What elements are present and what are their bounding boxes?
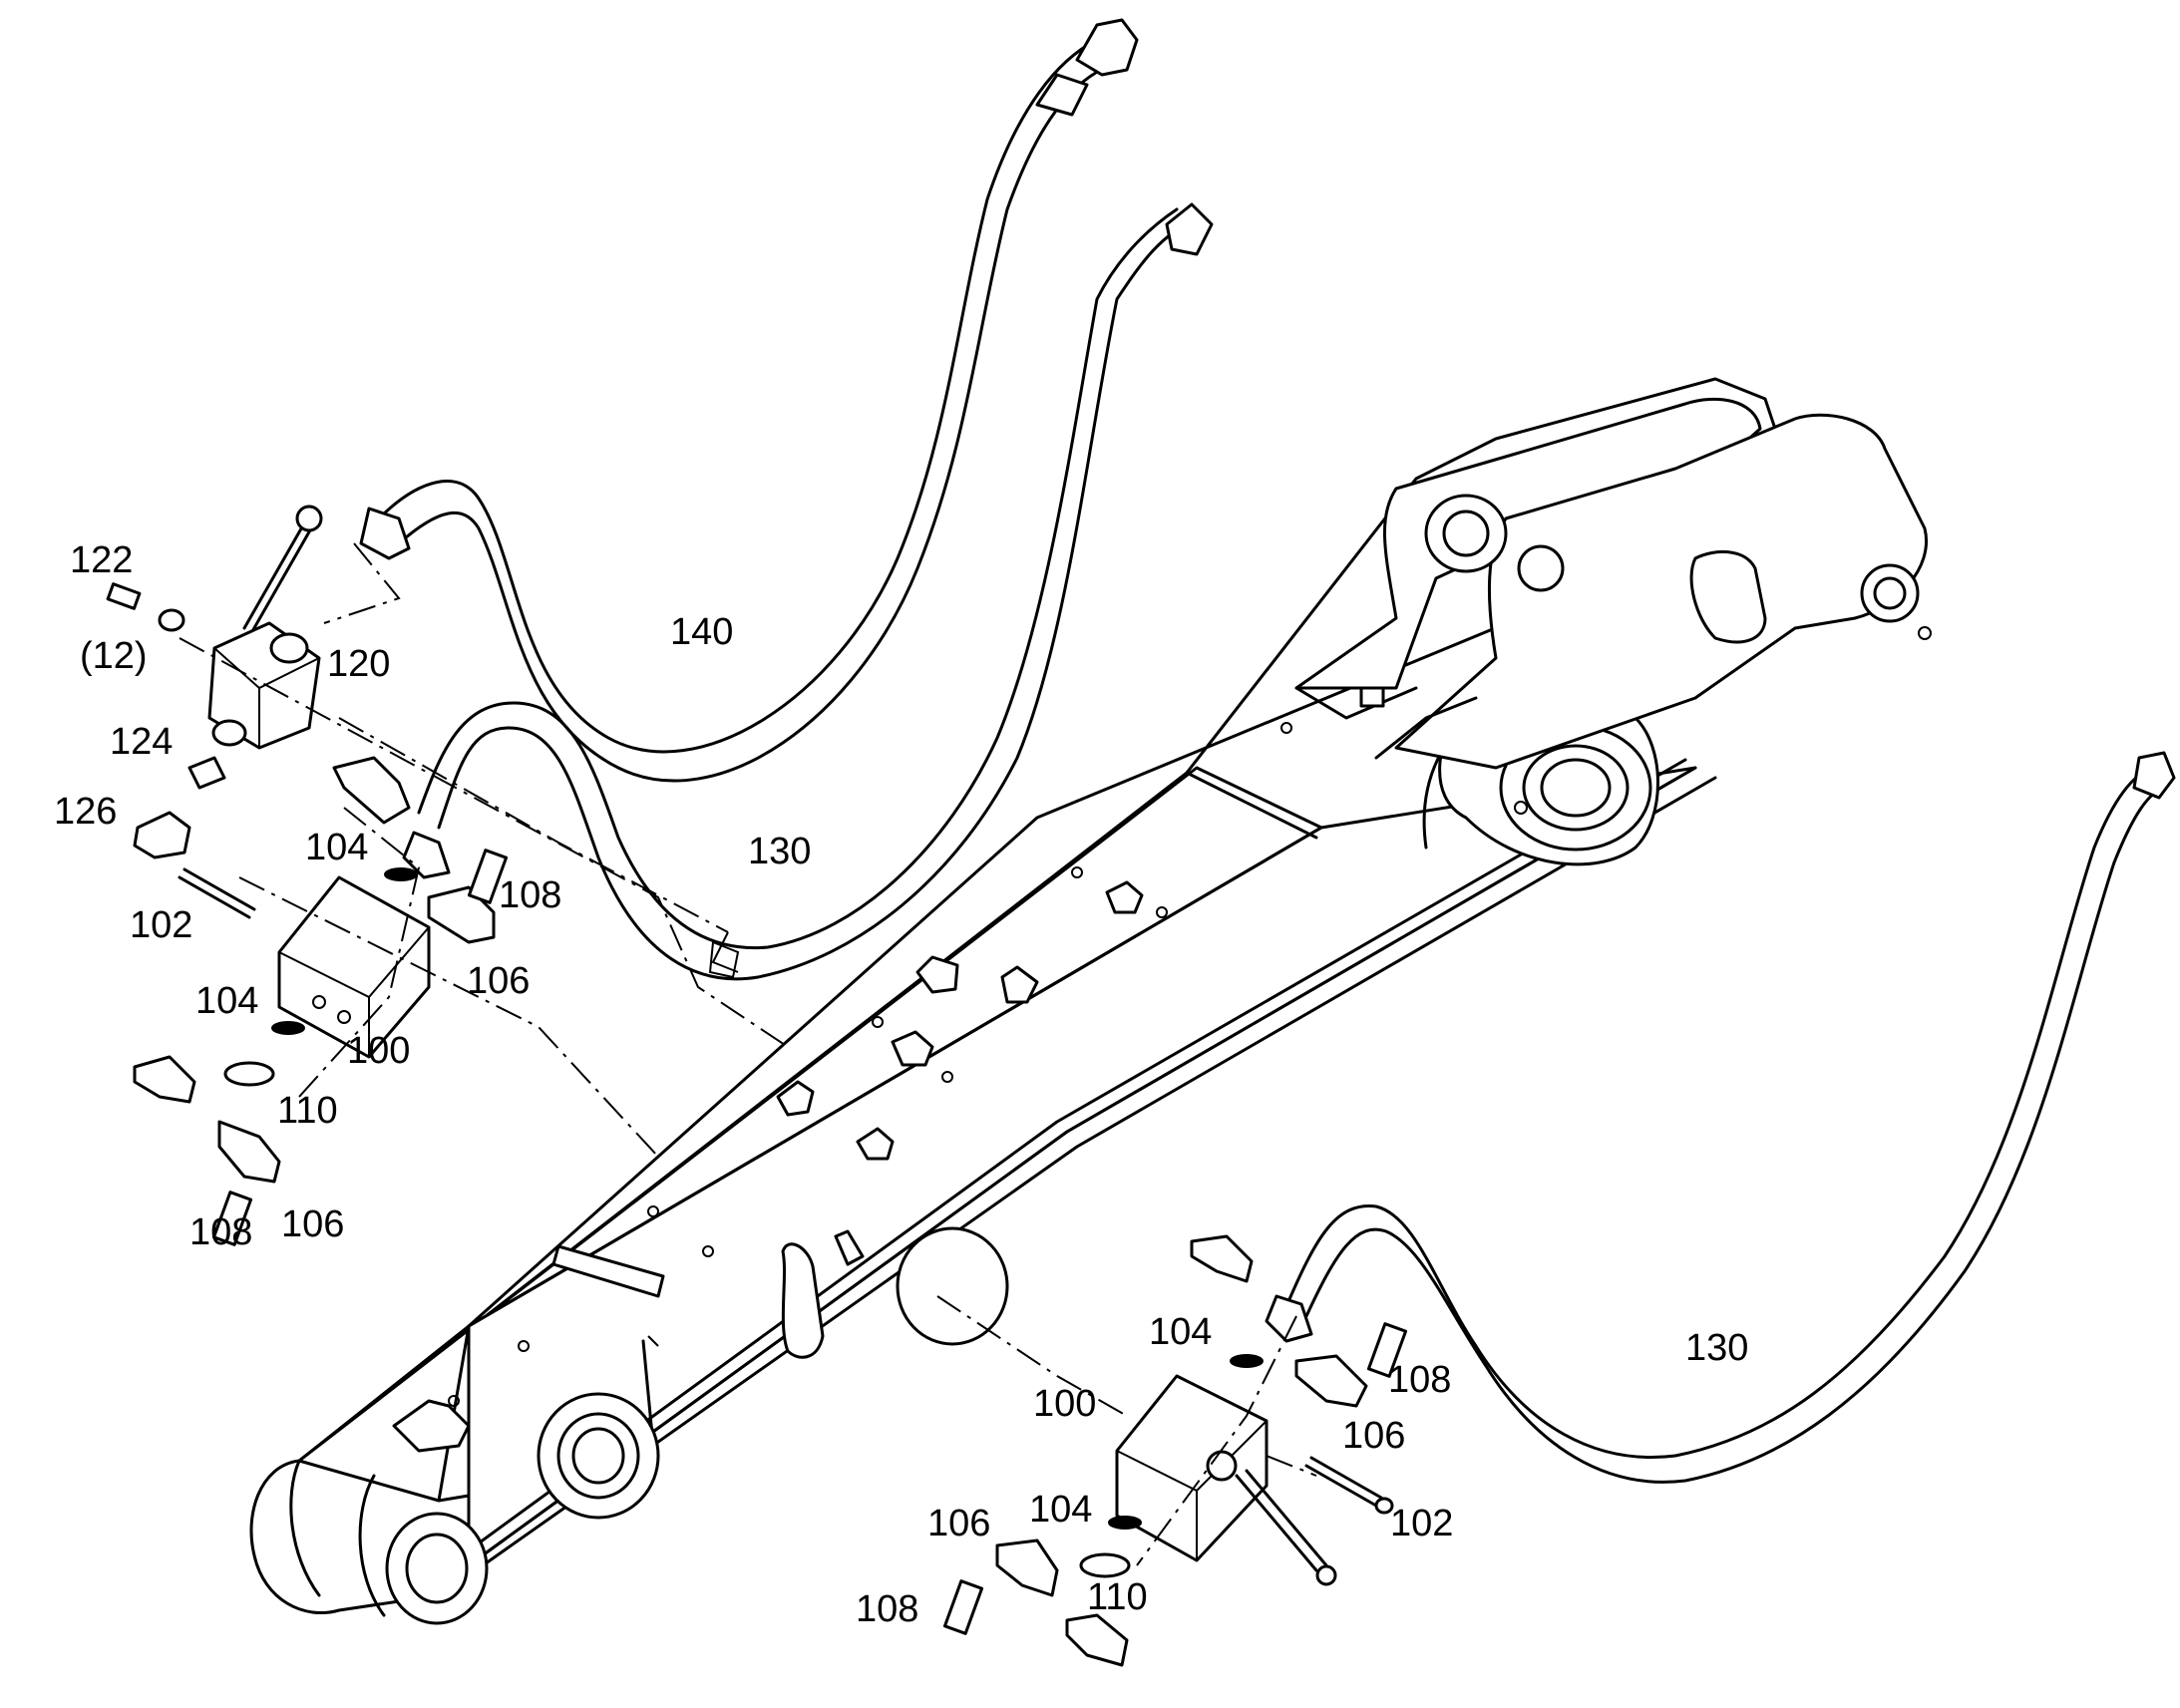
label-102: 102 (1390, 1503, 1453, 1544)
label-110: 110 (277, 1090, 338, 1132)
label-108: 108 (1388, 1359, 1451, 1401)
bolts-102 (178, 867, 1394, 1515)
bolt-122 (106, 582, 185, 632)
boom (249, 377, 1932, 1625)
hose-130-lower (1265, 751, 2176, 1484)
label-106: 106 (1342, 1415, 1405, 1457)
label-100: 100 (347, 1030, 410, 1072)
bolts-108 (211, 849, 1408, 1635)
label-130: 130 (1685, 1327, 1748, 1369)
label-108: 108 (189, 1211, 252, 1253)
label-108: 108 (499, 874, 561, 916)
center-lines (179, 542, 1317, 1566)
fitting-124 (187, 719, 247, 790)
label-12: (12) (80, 635, 148, 677)
label-104: 104 (195, 980, 258, 1022)
label-106: 106 (467, 960, 530, 1002)
nut-126 (133, 811, 191, 859)
label-108: 108 (856, 1588, 918, 1630)
label-106: 106 (281, 1203, 344, 1245)
label-124: 124 (110, 721, 173, 763)
seals-110 (223, 1061, 1131, 1578)
label-130: 130 (748, 831, 811, 872)
label-104: 104 (1149, 1311, 1212, 1353)
label-104: 104 (1029, 1489, 1092, 1531)
label-140: 140 (670, 611, 733, 653)
o-rings-104 (271, 867, 1264, 1530)
label-106: 106 (927, 1503, 990, 1544)
label-102: 102 (130, 904, 192, 946)
block-100-left (277, 875, 431, 1059)
block-100-right (1115, 1374, 1337, 1586)
label-100: 100 (1033, 1383, 1096, 1425)
label-110: 110 (1087, 1576, 1148, 1618)
valve-120 (207, 505, 323, 750)
flanges-106 (133, 756, 1368, 1667)
part-labels: 122 (12) 120 124 126 104 108 102 106 104… (54, 539, 1748, 1630)
label-126: 126 (54, 791, 117, 833)
hose-130-upper (402, 202, 1214, 981)
label-104: 104 (305, 827, 368, 868)
label-122: 122 (70, 539, 133, 581)
hose-140 (359, 18, 1139, 783)
label-120: 120 (327, 643, 390, 685)
